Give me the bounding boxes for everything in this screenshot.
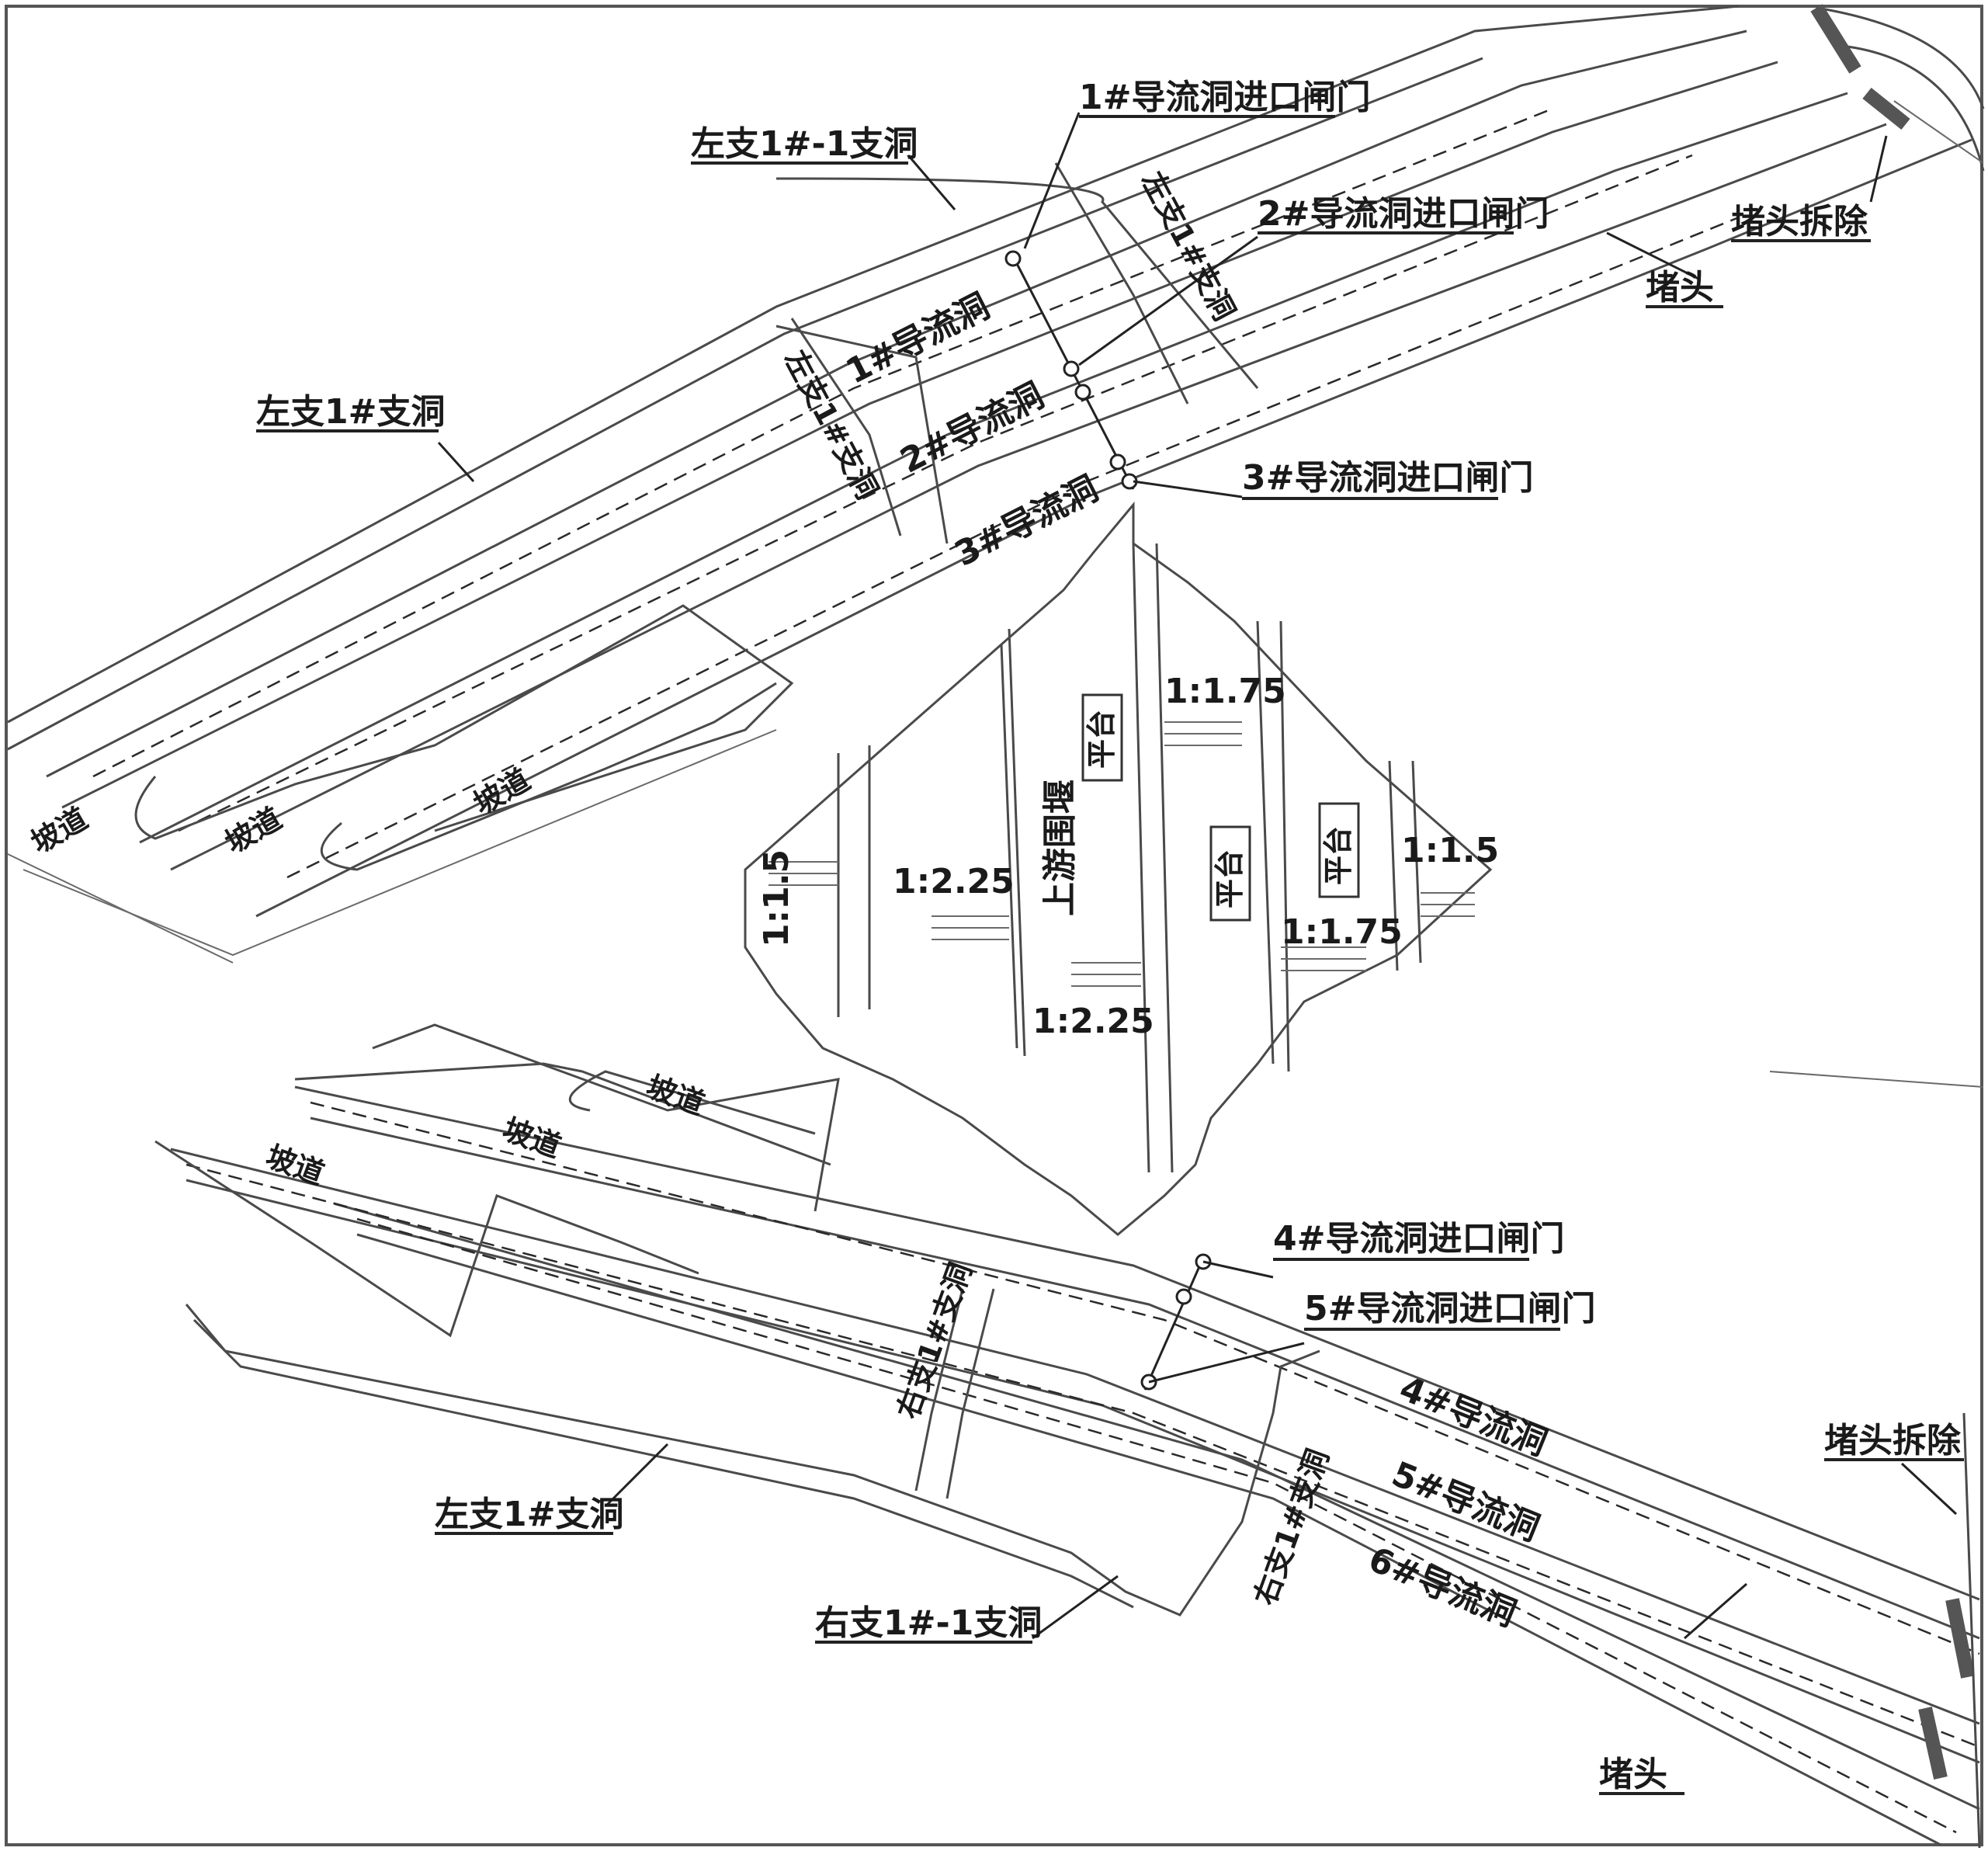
tunnel-4-label: 4#导流洞: [1394, 1369, 1553, 1464]
slope-2-25-a: 1:2.25: [893, 862, 1015, 901]
ramp-a-label: 坡道: [26, 801, 94, 860]
gate-5-label: 5#导流洞进口闸门: [1304, 1289, 1595, 1331]
branch-upper-a-label: 左支1#支洞: [1135, 166, 1242, 326]
svg-text:3#导流洞进口闸门: 3#导流洞进口闸门: [1242, 458, 1533, 498]
gate-2-label: 2#导流洞进口闸门: [1258, 194, 1549, 234]
slope-2-25-b: 1:2.25: [1032, 1002, 1154, 1041]
svg-text:2#导流洞进口闸门: 2#导流洞进口闸门: [1258, 194, 1549, 234]
upstream-cofferdam: [744, 501, 1493, 1236]
plug-removal-top-label: 堵头拆除: [1731, 202, 1871, 242]
plug-top-label: 堵头: [1646, 268, 1723, 308]
tunnel-2-label: 2#导流洞: [894, 376, 1050, 481]
lower-tunnel-group: [154, 1023, 1984, 1849]
gate-1-label: 1#导流洞进口闸门: [1079, 78, 1370, 118]
label-leaders: [437, 112, 1958, 1640]
svg-text:5#导流洞进口闸门: 5#导流洞进口闸门: [1304, 1289, 1595, 1328]
cofferdam-label: 上游围堰: [1040, 780, 1080, 916]
slope-1-5-left: 1:1.5: [757, 849, 796, 947]
slope-1-75-b: 1:1.75: [1281, 912, 1403, 952]
left-branch-1-label: 左支1#支洞: [256, 392, 445, 432]
elevation-box-b: [1209, 825, 1251, 922]
slope-1-75-a: 1:1.75: [1164, 672, 1286, 711]
gate-markers: [1004, 250, 1212, 1391]
svg-text:堵头拆除: 堵头拆除: [1731, 202, 1868, 241]
svg-text:1#导流洞进口闸门: 1#导流洞进口闸门: [1079, 78, 1370, 117]
elevation-c-label: 平台: [1321, 826, 1355, 885]
slope-1-5-right: 1:1.5: [1401, 831, 1499, 870]
elevation-b-label: 平台: [1213, 849, 1247, 908]
svg-text:4#导流洞进口闸门: 4#导流洞进口闸门: [1273, 1219, 1564, 1259]
svg-text:右支1#-1支洞: 右支1#-1支洞: [815, 1603, 1042, 1643]
svg-text:左支1#-1支洞: 左支1#-1支洞: [691, 124, 918, 164]
plug-bottom-label: 堵头: [1599, 1755, 1684, 1795]
left-branch-1-1-label: 左支1#-1支洞: [691, 124, 918, 165]
ramp-f-label: 坡道: [262, 1139, 328, 1191]
tunnel-3-label: 3#导流洞: [949, 469, 1105, 575]
ramp-d-label: 坡道: [642, 1069, 709, 1121]
gate-4-label: 4#导流洞进口闸门: [1273, 1219, 1564, 1261]
svg-text:堵头: 堵头: [1599, 1755, 1667, 1794]
svg-text:堵头: 堵头: [1646, 268, 1714, 307]
right-branch-1-1-label: 右支1#-1支洞: [815, 1603, 1042, 1644]
elevation-box-c: [1318, 802, 1360, 898]
svg-text:左支1#支洞: 左支1#支洞: [256, 392, 445, 432]
gate-3-label: 3#导流洞进口闸门: [1242, 458, 1533, 500]
left-branch-1-label-lower: 左支1#支洞: [435, 1495, 623, 1535]
drawing-frame: [5, 5, 1983, 1846]
elevation-box-a: [1081, 693, 1123, 782]
ramp-e-label: 坡道: [498, 1112, 565, 1164]
svg-text:左支1#支洞: 左支1#支洞: [435, 1495, 623, 1534]
plug-removal-bottom-label: 堵头拆除: [1824, 1421, 1964, 1461]
svg-text:堵头拆除: 堵头拆除: [1824, 1421, 1962, 1460]
elevation-a-label: 平台: [1084, 710, 1119, 769]
upper-tunnel-group: [7, 4, 1985, 964]
